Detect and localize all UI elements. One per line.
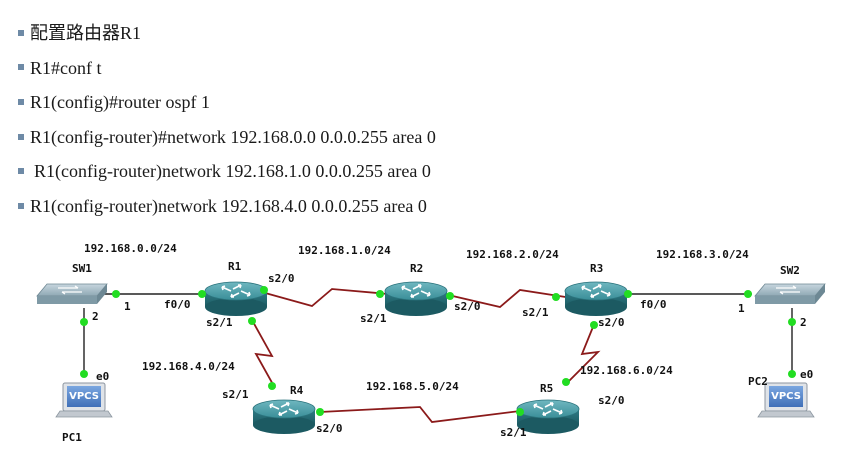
command-text: R1(config-router)#network 192.168.0.0 0.… — [30, 126, 436, 147]
port-dot — [446, 292, 454, 300]
port-label: s2/1 — [500, 426, 527, 439]
vpcs-label: VPCS — [771, 391, 801, 402]
command-item: R1#conf t — [18, 55, 436, 90]
device-label: SW1 — [72, 262, 92, 275]
port-dot — [80, 318, 88, 326]
bullet-icon — [18, 99, 24, 106]
pc-icon[interactable]: VPCS — [757, 382, 815, 418]
command-item: 配置路由器R1 — [18, 20, 436, 55]
port-label: f0/0 — [640, 298, 667, 311]
network-label: 192.168.4.0/24 — [142, 360, 235, 373]
port-label: s2/0 — [598, 394, 625, 407]
port-label: s2/0 — [598, 316, 625, 329]
network-label: 192.168.6.0/24 — [580, 364, 673, 377]
command-text: R1(config-router)network 192.168.4.0 0.0… — [30, 195, 427, 216]
device-label: R4 — [290, 384, 304, 397]
device-label: PC2 — [748, 375, 768, 388]
router-icon[interactable] — [564, 281, 628, 317]
command-item: R1(config-router)network 192.168.4.0 0.0… — [18, 193, 436, 228]
port-dot — [260, 286, 268, 294]
port-label: 2 — [92, 310, 99, 323]
port-dot — [268, 382, 276, 390]
device-label: R5 — [540, 382, 553, 395]
port-dot — [248, 317, 256, 325]
port-dot — [112, 290, 120, 298]
link-r1-r4 — [251, 319, 276, 389]
port-label: s2/1 — [522, 306, 549, 319]
port-label: s2/1 — [222, 388, 249, 401]
command-item: R1(config-router)network 192.168.1.0 0.0… — [18, 158, 436, 193]
port-label: s2/0 — [268, 272, 295, 285]
bullet-icon — [18, 29, 24, 36]
command-text: 配置路由器R1 — [30, 23, 142, 43]
network-label: 192.168.0.0/24 — [84, 242, 177, 255]
command-item: R1(config)#router ospf 1 — [18, 89, 436, 124]
link-r2-r3 — [443, 289, 573, 308]
command-list: 配置路由器R1 R1#conf t R1(config)#router ospf… — [18, 20, 436, 228]
port-label: e0 — [96, 370, 109, 383]
port-label: s2/0 — [316, 422, 343, 435]
port-label: s2/1 — [360, 312, 387, 325]
network-label: 192.168.3.0/24 — [656, 248, 749, 261]
port-label: 1 — [738, 302, 745, 315]
vpcs-label: VPCS — [69, 391, 99, 402]
port-dot — [198, 290, 206, 298]
port-dot — [624, 290, 632, 298]
port-dot — [552, 293, 560, 301]
router-icon[interactable] — [384, 281, 448, 317]
switch-icon[interactable] — [754, 283, 826, 305]
network-label: 192.168.1.0/24 — [298, 244, 391, 257]
port-label: s2/1 — [206, 316, 233, 329]
bullet-icon — [18, 64, 24, 71]
port-dot — [376, 290, 384, 298]
bullet-icon — [18, 168, 24, 175]
bullet-icon — [18, 133, 24, 140]
port-label: 2 — [800, 316, 807, 329]
router-icon[interactable] — [252, 399, 316, 435]
port-dot — [80, 370, 88, 378]
link-r4-r5 — [319, 406, 521, 423]
link-r1-r2 — [257, 288, 389, 307]
port-label: s2/0 — [454, 300, 481, 313]
network-label: 192.168.5.0/24 — [366, 380, 459, 393]
port-dot — [316, 408, 324, 416]
device-label: SW2 — [780, 264, 800, 277]
link-r3-r5 — [565, 321, 601, 385]
port-dot — [590, 321, 598, 329]
command-text: R1(config-router)network 192.168.1.0 0.0… — [34, 161, 431, 182]
port-dot — [516, 408, 524, 416]
port-dot — [788, 318, 796, 326]
port-dot — [562, 378, 570, 386]
device-label: PC1 — [62, 431, 82, 444]
port-label: e0 — [800, 368, 813, 381]
network-label: 192.168.2.0/24 — [466, 248, 559, 261]
network-topology: VPCS VPCS 192.168.0.0/24 — [36, 242, 826, 444]
command-text: R1#conf t — [30, 57, 102, 78]
port-label: f0/0 — [164, 298, 191, 311]
device-label: R3 — [590, 262, 603, 275]
port-dots — [80, 286, 796, 416]
command-text: R1(config)#router ospf 1 — [30, 92, 210, 113]
port-dot — [744, 290, 752, 298]
bullet-icon — [18, 202, 24, 209]
device-label: R2 — [410, 262, 423, 275]
port-dot — [788, 370, 796, 378]
device-label: R1 — [228, 260, 242, 273]
router-icon[interactable] — [204, 281, 268, 317]
pc-icon[interactable]: VPCS — [55, 382, 113, 418]
switch-icon[interactable] — [36, 283, 108, 305]
command-item: R1(config-router)#network 192.168.0.0 0.… — [18, 124, 436, 159]
port-label: 1 — [124, 300, 131, 313]
